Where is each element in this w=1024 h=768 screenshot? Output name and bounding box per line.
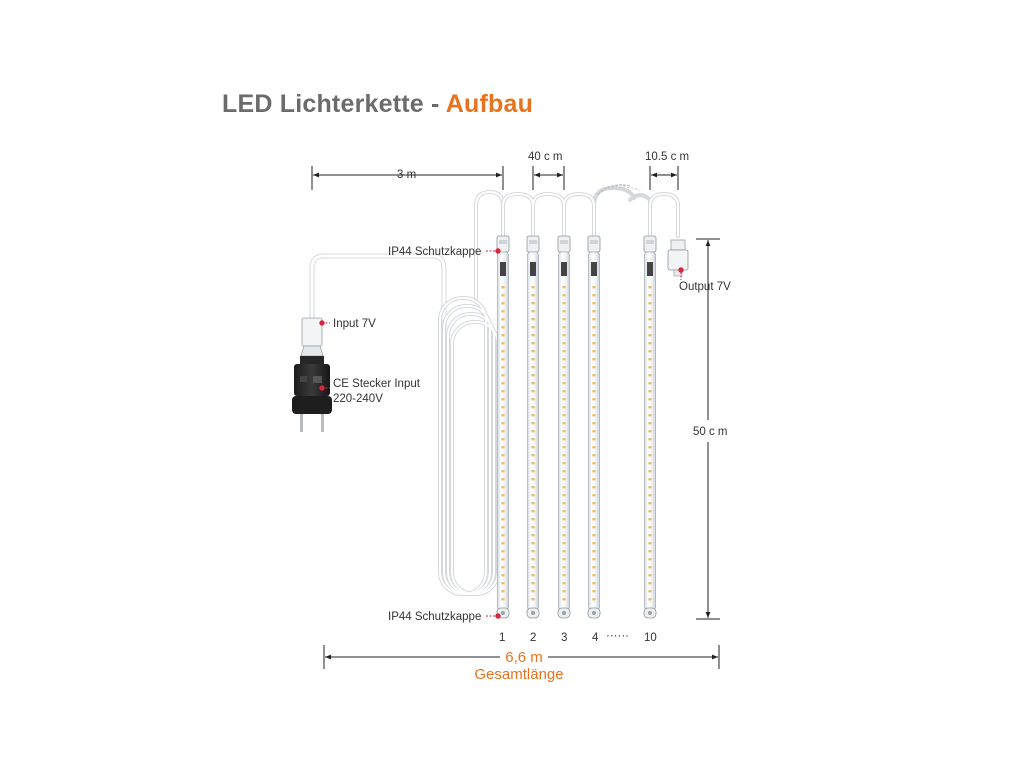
tube-spacing-label: 40 c m	[528, 151, 563, 163]
tube-number-4: 4	[592, 632, 599, 644]
input-label: Input 7V	[333, 318, 376, 330]
title-accent: Aufbau	[445, 90, 534, 118]
total-length-label: 6,6 m	[505, 649, 543, 666]
led-tube-icon	[526, 235, 540, 619]
led-tube-icon	[496, 235, 510, 619]
connector-icon	[667, 239, 689, 277]
output-label: Output 7V	[679, 281, 731, 293]
end-cap-icon	[557, 607, 571, 619]
led-tubes	[496, 235, 657, 619]
end-spacing-label: 10.5 c m	[645, 151, 689, 163]
plug-label-line1: CE Stecker Input	[333, 378, 421, 390]
cable-length-label: 3 m	[397, 169, 416, 181]
page-title: LED Lichterkette - Aufbau	[222, 90, 533, 119]
tube-ellipsis: ······	[606, 630, 629, 642]
title-main: LED Lichterkette -	[222, 90, 446, 118]
dimension-lines	[311, 166, 720, 669]
end-cap-icon	[526, 607, 540, 619]
led-tube-icon	[643, 235, 657, 619]
led-tube-icon	[587, 235, 601, 619]
tube-number-3: 3	[561, 632, 567, 644]
tube-number-2: 2	[530, 632, 536, 644]
plug-icon	[292, 317, 332, 432]
end-cap-icon	[587, 607, 601, 619]
cap-top-label: IP44 Schutzkappe	[388, 246, 481, 258]
plug-label-line2: 220-240V	[333, 393, 383, 405]
led-tube-icon	[557, 235, 571, 619]
cap-bottom-label: IP44 Schutzkappe	[388, 611, 481, 623]
tube-length-label: 50 c m	[693, 426, 728, 438]
tube-number-1: 1	[499, 632, 505, 644]
end-cap-icon	[643, 607, 657, 619]
total-length-caption: Gesamtlänge	[474, 666, 563, 683]
tube-number-10: 10	[644, 632, 657, 644]
callout-markers	[319, 248, 684, 619]
